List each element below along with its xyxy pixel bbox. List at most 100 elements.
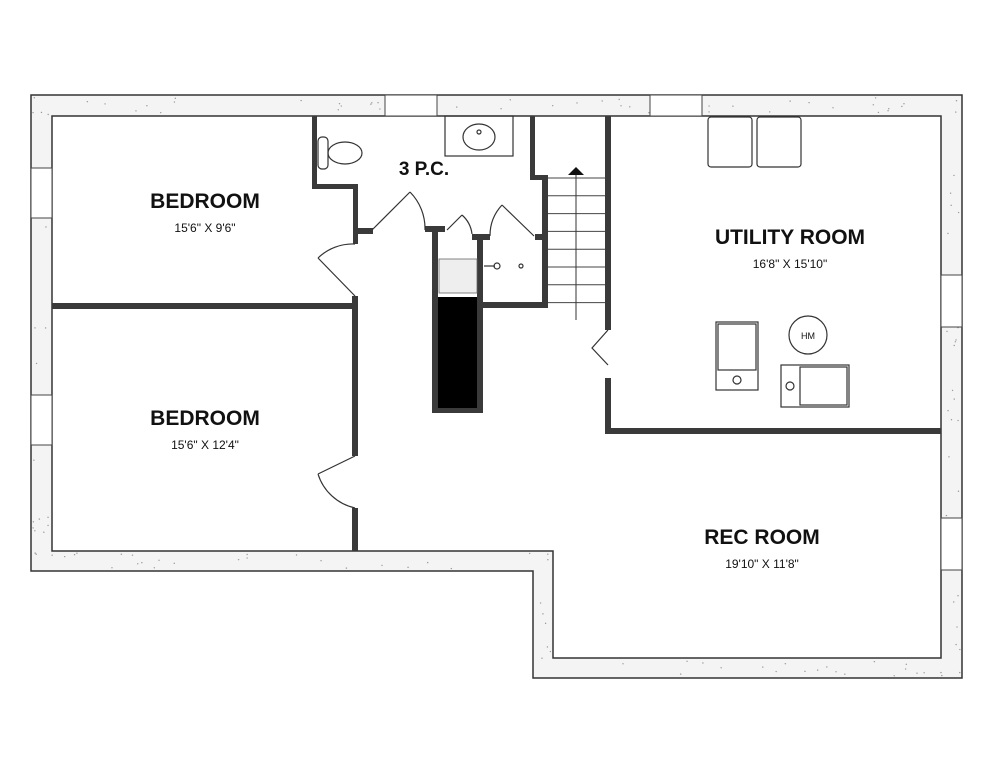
wall-speckle — [542, 613, 544, 615]
wall-speckle — [949, 192, 952, 194]
wall-speckle — [804, 670, 806, 673]
wall-speckle — [888, 108, 890, 110]
wall-speckle — [541, 657, 543, 659]
wall-speckle — [956, 626, 958, 628]
wall-speckle — [86, 100, 89, 103]
door-swing — [317, 243, 356, 297]
wall-speckle — [844, 673, 846, 675]
wall-speckle — [957, 595, 959, 597]
wall-speckle — [947, 409, 949, 412]
wall-speckle — [32, 521, 35, 523]
wall-speckle — [47, 524, 49, 527]
wall-speckle — [953, 601, 955, 603]
wall-speckle — [702, 662, 704, 664]
wall-speckle — [941, 674, 943, 677]
room-label-bedroom-2: BEDROOM — [150, 407, 260, 430]
wall-speckle — [950, 419, 953, 421]
door-swing — [489, 204, 535, 237]
washer-icon — [707, 116, 753, 168]
wall-speckle — [872, 104, 875, 106]
wall-speckle — [620, 105, 622, 107]
wall-speckle — [948, 456, 950, 458]
wall-speckle — [732, 105, 734, 107]
wall-speckle — [816, 669, 819, 671]
wall-speckle — [784, 663, 787, 665]
wall-speckle — [32, 527, 34, 529]
wall-speckle — [174, 97, 177, 100]
wall-speckle — [35, 553, 37, 555]
wall-speckle — [544, 622, 547, 625]
svg-text:HM: HM — [801, 331, 815, 341]
wall-speckle — [835, 671, 837, 673]
wall-speckle — [959, 671, 961, 674]
wall-speckle — [137, 563, 139, 565]
wall-speckle — [131, 554, 134, 556]
wall-speckle — [246, 557, 248, 559]
laundry-tub-icon — [715, 321, 759, 391]
wall-speckle — [576, 102, 578, 104]
wall-speckle — [158, 559, 160, 562]
wall-speckle — [450, 567, 453, 570]
window — [30, 394, 53, 446]
wall-speckle — [893, 675, 895, 677]
room-label-bedroom-1: BEDROOM — [150, 190, 260, 213]
room-dims-utility: 16'8" X 15'10" — [753, 257, 828, 271]
door-swing — [371, 191, 426, 231]
wall-speckle — [546, 646, 549, 648]
window — [940, 517, 963, 571]
wall-speckle — [905, 663, 908, 666]
wall-speckle — [337, 109, 339, 111]
windows — [30, 94, 963, 571]
shower-valve-icon — [484, 262, 524, 270]
wall-speckle — [622, 663, 624, 665]
wall-speckle — [246, 553, 248, 556]
wall-speckle — [500, 108, 502, 110]
wall-speckle — [957, 419, 959, 422]
wall-speckle — [146, 105, 148, 107]
wall-speckle — [379, 108, 381, 110]
wall-speckle — [775, 670, 777, 673]
sink-icon — [444, 115, 514, 157]
wall-speckle — [916, 672, 918, 674]
room-label-rec-room: REC ROOM — [704, 526, 820, 549]
wall-speckle — [111, 567, 113, 569]
wall-speckle — [957, 490, 960, 492]
wall-speckle — [407, 566, 409, 569]
closet-fill — [438, 297, 477, 408]
wall-texture — [32, 97, 961, 677]
wall-speckle — [427, 561, 429, 564]
wall-speckle — [903, 103, 905, 105]
wall-speckle — [901, 105, 903, 108]
wall-speckle — [153, 567, 156, 569]
wall-speckle — [173, 562, 175, 565]
wall-speckle — [618, 98, 620, 101]
toilet-icon — [317, 136, 363, 170]
wall-speckle — [35, 362, 38, 365]
wall-speckle — [957, 211, 960, 214]
wall-speckle — [237, 558, 240, 561]
wall-speckle — [141, 561, 143, 564]
wall-speckle — [45, 226, 47, 228]
wall-speckle — [509, 99, 511, 101]
wall-speckle — [953, 174, 955, 177]
wall-speckle — [955, 643, 957, 646]
wall-speckle — [832, 107, 834, 109]
doors — [317, 191, 609, 509]
wall-speckle — [320, 559, 322, 562]
wall-speckle — [720, 667, 722, 669]
wall-speckle — [955, 111, 957, 113]
wall-speckle — [648, 112, 650, 114]
wall-speckle — [160, 111, 162, 114]
wall-speckle — [33, 459, 35, 461]
window — [30, 167, 53, 219]
wall-speckle — [904, 668, 907, 670]
wall-speckle — [629, 106, 631, 108]
wall-speckle — [708, 111, 710, 113]
wall-speckle — [529, 552, 531, 555]
wall-speckle — [887, 110, 889, 112]
wall-speckle — [370, 103, 372, 105]
wall-speckle — [73, 554, 76, 556]
wall-speckle — [954, 341, 957, 343]
wall-speckle — [38, 518, 41, 520]
